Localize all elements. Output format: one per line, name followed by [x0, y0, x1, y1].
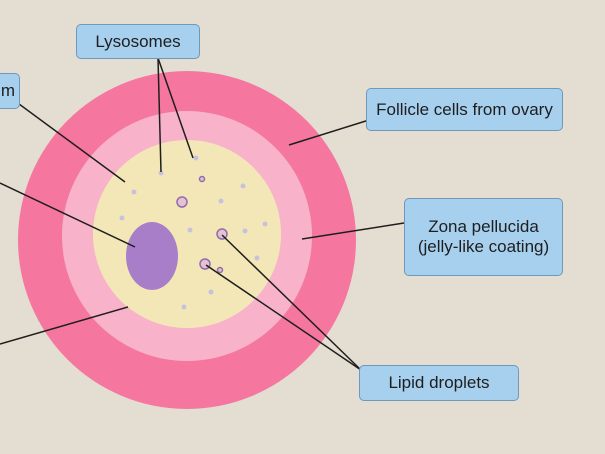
cut-off-left-label-text: m: [0, 81, 15, 100]
leader-lines: [0, 57, 405, 371]
follicle-cells-label-text: Follicle cells from ovary: [376, 99, 553, 119]
lysosomes-label: Lysosomes: [76, 24, 200, 59]
zona-pellucida-label-text: Zona pellucida (jelly-like coating): [417, 217, 550, 256]
cut-off-left-label: m: [0, 73, 20, 109]
lysosomes-label-text: Lysosomes: [95, 31, 181, 51]
lysosome-dots: [119, 155, 268, 310]
lipid-droplets-label: Lipid droplets: [359, 365, 519, 401]
zona-pellucida-label: Zona pellucida (jelly-like coating): [404, 198, 563, 276]
nucleus: [126, 222, 178, 290]
lipid-droplets-label-text: Lipid droplets: [388, 373, 490, 392]
lipid-droplets: [176, 175, 228, 274]
follicle-cells-label: Follicle cells from ovary: [366, 88, 563, 131]
cytoplasm: [93, 140, 281, 328]
